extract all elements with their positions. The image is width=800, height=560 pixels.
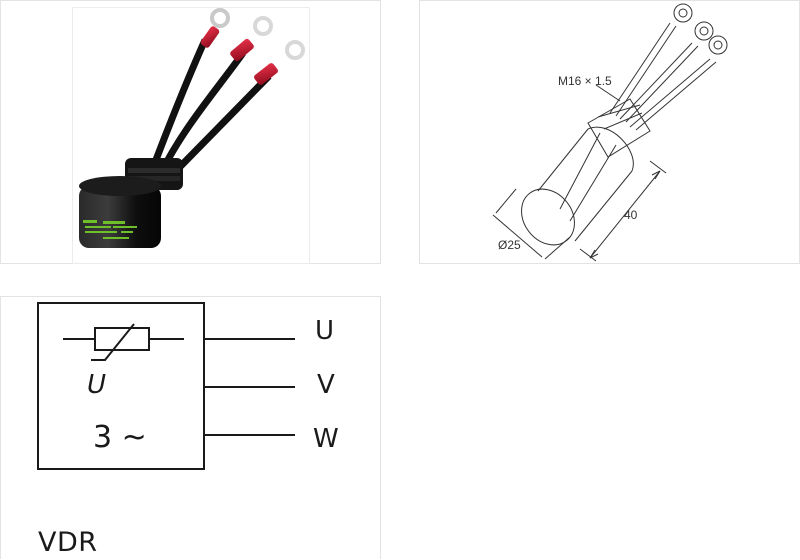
dimension-drawing: M16 × 1.5 40 Ø25 xyxy=(492,3,728,262)
product-photo xyxy=(72,7,310,264)
dimension-drawing-panel: M16 × 1.5 40 Ø25 xyxy=(419,0,800,264)
product-photo-panel xyxy=(0,0,381,264)
ring-terminal-1 xyxy=(200,8,230,48)
wire-1 xyxy=(147,38,209,175)
ring-terminal-3 xyxy=(254,40,305,85)
terminal-u-label: U xyxy=(315,316,334,346)
device-type-label: VDR xyxy=(38,527,98,558)
varistor-voltage-label: U xyxy=(87,370,106,400)
product-photo-image xyxy=(79,8,305,248)
diameter-dimension-label: Ø25 xyxy=(498,238,521,252)
terminal-w-label: W xyxy=(313,424,339,454)
length-dimension-label: 40 xyxy=(624,208,638,222)
wire-2 xyxy=(157,50,246,175)
circuit-schematic: U 3 ~ U V W xyxy=(37,302,339,470)
phase-label: 3 ~ xyxy=(93,420,147,455)
terminal-v-label: V xyxy=(317,370,335,400)
thread-size-label: M16 × 1.5 xyxy=(558,74,612,88)
ring-terminal-2 xyxy=(230,16,273,62)
printed-label xyxy=(83,220,137,239)
schematic-panel: U 3 ~ U V W xyxy=(0,296,381,559)
